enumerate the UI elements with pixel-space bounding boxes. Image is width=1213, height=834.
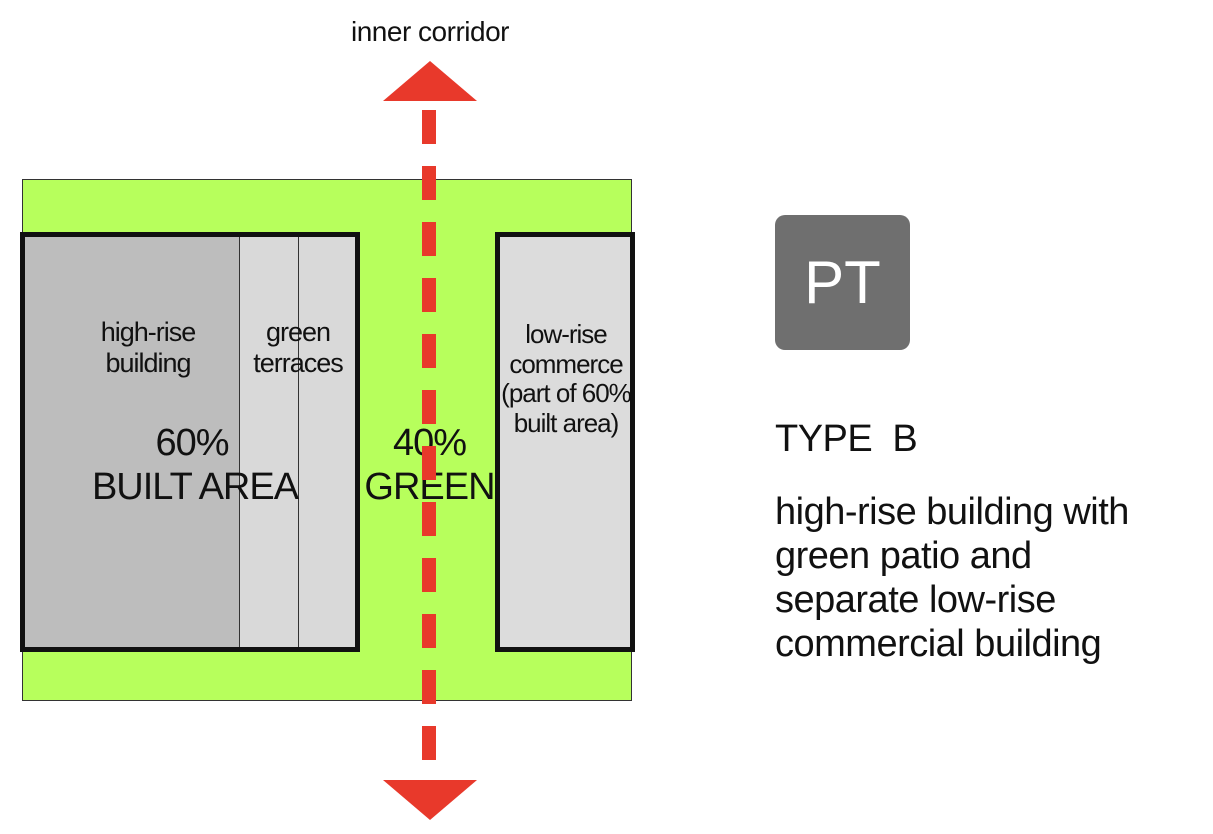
terrace-divider-2 [298, 237, 299, 647]
pt-badge: PT [775, 215, 910, 350]
built-percentage: 60% [155, 422, 229, 464]
commerce-label-line-2: commerce [509, 348, 623, 379]
highrise-label-line-2: building [105, 348, 191, 379]
type-description: high-rise building with green patio and … [775, 490, 1195, 666]
built-area-block [20, 232, 360, 652]
type-title: TYPE B [775, 418, 918, 460]
terraces-label: green terraces [238, 317, 358, 379]
highrise-label-line-1: high-rise [100, 317, 197, 347]
terraces-label-line-2: terraces [253, 348, 344, 379]
arrow-head-up-icon [383, 61, 477, 101]
caption-line-3: separate low-rise [775, 579, 1056, 621]
commerce-label: low-rise commerce (part of 60% built are… [497, 319, 635, 439]
commerce-label-line-3: (part of 60% [501, 378, 632, 409]
terrace-divider-1 [239, 237, 240, 647]
commerce-label-line-4: built area) [513, 407, 620, 438]
built-area-label: 60% BUILT AREA [60, 422, 330, 509]
corridor-title: inner corridor [351, 16, 509, 47]
highrise-label: high-rise building [58, 317, 238, 379]
caption-line-2: green patio and [775, 535, 1032, 577]
caption-line-1: high-rise building with [775, 491, 1129, 533]
terraces-label-line-1: green [265, 317, 331, 347]
pt-badge-text: PT [804, 249, 881, 316]
caption-line-4: commercial building [775, 623, 1102, 665]
arrow-head-down-icon [383, 780, 477, 820]
low-rise-commerce-block [495, 232, 635, 652]
built-area-text: BUILT AREA [91, 465, 299, 508]
high-rise-building [25, 237, 239, 647]
commerce-label-line-1: low-rise [525, 319, 608, 349]
